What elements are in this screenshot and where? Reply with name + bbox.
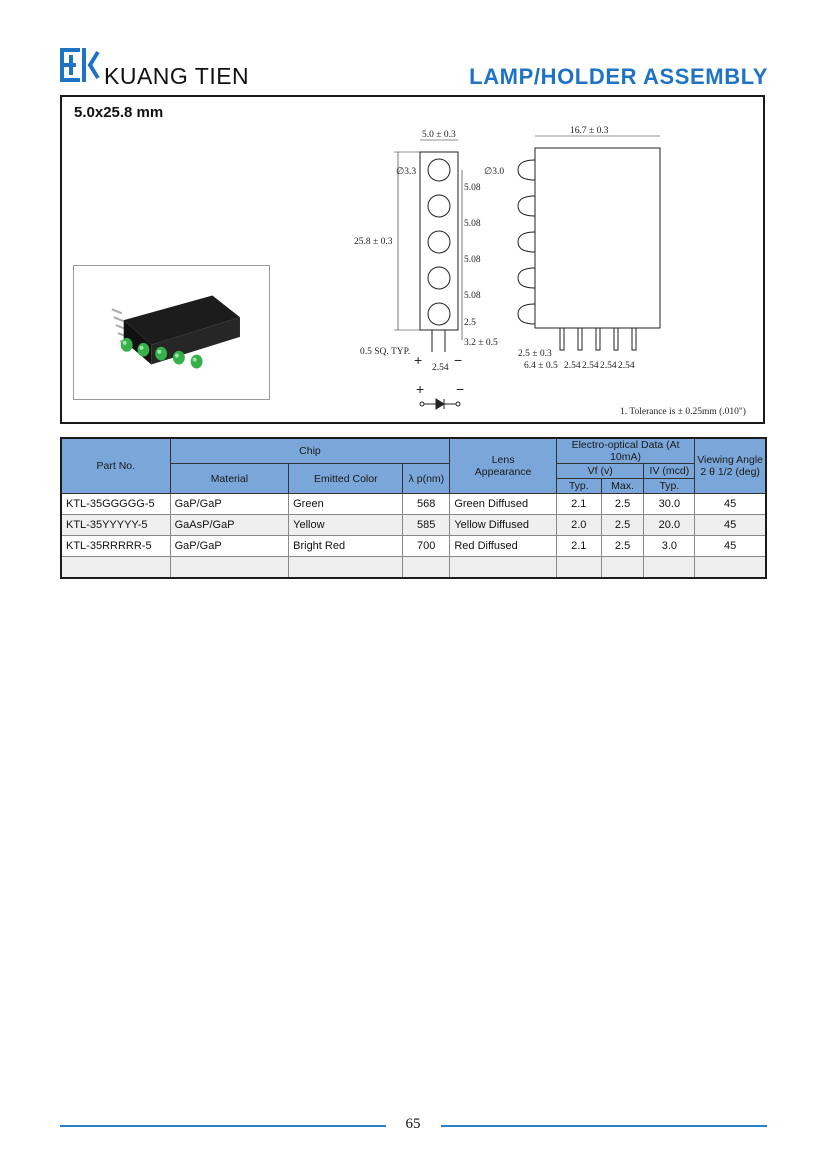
spec-table: Part No. Chip Lens Appearance Electro-op… bbox=[60, 437, 767, 579]
cell-part: KTL-35RRRRR-5 bbox=[60, 535, 171, 557]
cell-iv-typ: 20.0 bbox=[643, 514, 696, 536]
col-material: Material bbox=[169, 463, 290, 494]
footer-rule-left bbox=[60, 1125, 386, 1127]
cell-lens: Red Diffused bbox=[449, 535, 557, 557]
cell-lens: Green Diffused bbox=[449, 493, 557, 515]
table-row: KTL-35GGGGG-5 GaP/GaP Green 568 Green Di… bbox=[60, 493, 767, 515]
dim-height: 25.8 ± 0.3 bbox=[354, 237, 393, 247]
cell-wavelength: 568 bbox=[402, 493, 451, 515]
cell-angle: 45 bbox=[694, 493, 767, 515]
col-view-line1: Viewing Angle bbox=[697, 454, 764, 466]
page-number: 65 bbox=[405, 1116, 421, 1132]
product-size: 5.0x25.8 mm bbox=[74, 104, 164, 121]
cell-color: Yellow bbox=[288, 514, 404, 536]
brand-name: KUANG TIEN bbox=[104, 63, 250, 89]
dim-depth: 16.7 ± 0.3 bbox=[570, 126, 609, 136]
cell-angle: 45 bbox=[694, 535, 767, 557]
col-vf-typ: Typ. bbox=[555, 478, 602, 494]
kuang-tien-logo-icon bbox=[60, 48, 100, 82]
polarity-plus: + bbox=[414, 352, 422, 368]
symbol-plus: + bbox=[416, 381, 424, 397]
col-wavelength: λ p(nm) bbox=[402, 463, 451, 494]
cell-vf-typ: 2.1 bbox=[555, 493, 602, 515]
tolerance-note: 1. Tolerance is ± 0.25mm (.010") bbox=[620, 406, 746, 417]
cell-vf-typ: 2.0 bbox=[555, 514, 602, 536]
dim-side-offset: 6.4 ± 0.5 bbox=[524, 361, 558, 371]
col-chip: Chip bbox=[169, 437, 451, 464]
dim-lead-len: 3.2 ± 0.5 bbox=[464, 338, 498, 348]
col-viewing-angle: Viewing Angle 2 θ 1/2 (deg) bbox=[694, 437, 767, 494]
col-iv-typ: Typ. bbox=[643, 478, 696, 494]
cell-color: Green bbox=[288, 493, 404, 515]
cell-angle: 45 bbox=[694, 514, 767, 536]
cell-vf-typ: 2.1 bbox=[555, 535, 602, 557]
cell-iv-typ: 30.0 bbox=[643, 493, 696, 515]
cell-iv-typ: 3.0 bbox=[643, 535, 696, 557]
cell-vf-max: 2.5 bbox=[600, 514, 645, 536]
symbol-minus: − bbox=[456, 381, 464, 397]
col-view-line2: 2 θ 1/2 (deg) bbox=[700, 466, 760, 478]
dim-end-gap: 2.5 bbox=[464, 318, 476, 328]
cell-material: GaAsP/GaP bbox=[169, 514, 290, 536]
dim-pitch-2: 5.08 bbox=[464, 219, 481, 229]
cell-color: Bright Red bbox=[288, 535, 404, 557]
col-part-no: Part No. bbox=[60, 437, 171, 494]
col-emitted-color: Emitted Color bbox=[288, 463, 404, 494]
col-vf: Vf (v) bbox=[555, 463, 645, 479]
cell-wavelength: 700 bbox=[402, 535, 451, 557]
col-lens: Lens Appearance bbox=[449, 437, 557, 494]
dim-side-gap: 2.5 ± 0.3 bbox=[518, 349, 552, 359]
dim-pitch-3: 5.08 bbox=[464, 255, 481, 265]
col-eo-data: Electro-optical Data (At 10mA) bbox=[555, 437, 696, 464]
cell-lens: Yellow Diffused bbox=[449, 514, 557, 536]
dim-width-front: 5.0 ± 0.3 bbox=[422, 130, 456, 140]
footer-rule-right bbox=[441, 1125, 767, 1127]
dim-lens-dia: ∅3.0 bbox=[484, 166, 504, 177]
drawing-frame bbox=[60, 95, 765, 424]
dimension-drawing: 5.0 ± 0.3 25.8 ± 0.3 ∅3.3 5.08 5.08 5.08… bbox=[354, 126, 746, 417]
dim-side-pitch-1: 2.54 bbox=[564, 361, 581, 371]
dim-hole-dia: ∅3.3 bbox=[396, 166, 416, 177]
product-photo bbox=[73, 265, 270, 400]
dim-lead-space: 2.54 bbox=[432, 363, 449, 373]
cell-vf-max: 2.5 bbox=[600, 535, 645, 557]
col-lens-line2: Appearance bbox=[474, 466, 532, 478]
dim-side-pitch-4: 2.54 bbox=[618, 361, 635, 371]
cell-part: KTL-35YYYYY-5 bbox=[60, 514, 171, 536]
col-lens-line1: Lens bbox=[491, 454, 515, 466]
page-title: LAMP/HOLDER ASSEMBLY bbox=[469, 64, 768, 89]
cell-material: GaP/GaP bbox=[169, 493, 290, 515]
table-row: KTL-35YYYYY-5 GaAsP/GaP Yellow 585 Yello… bbox=[60, 514, 767, 536]
cell-part: KTL-35GGGGG-5 bbox=[60, 493, 171, 515]
dim-side-pitch-2: 2.54 bbox=[582, 361, 599, 371]
cell-vf-max: 2.5 bbox=[600, 493, 645, 515]
table-row: KTL-35RRRRR-5 GaP/GaP Bright Red 700 Red… bbox=[60, 535, 767, 557]
col-vf-max: Max. bbox=[600, 478, 645, 494]
polarity-minus: − bbox=[454, 352, 462, 368]
dim-lead-sq: 0.5 SQ. TYP. bbox=[360, 347, 410, 357]
cell-material: GaP/GaP bbox=[169, 535, 290, 557]
table-row-empty bbox=[60, 556, 767, 579]
cell-wavelength: 585 bbox=[402, 514, 451, 536]
col-iv: IV (mcd) bbox=[643, 463, 696, 479]
dim-pitch-1: 5.08 bbox=[464, 183, 481, 193]
dim-pitch-4: 5.08 bbox=[464, 291, 481, 301]
diode-symbol-icon bbox=[419, 398, 461, 410]
dim-side-pitch-3: 2.54 bbox=[600, 361, 617, 371]
